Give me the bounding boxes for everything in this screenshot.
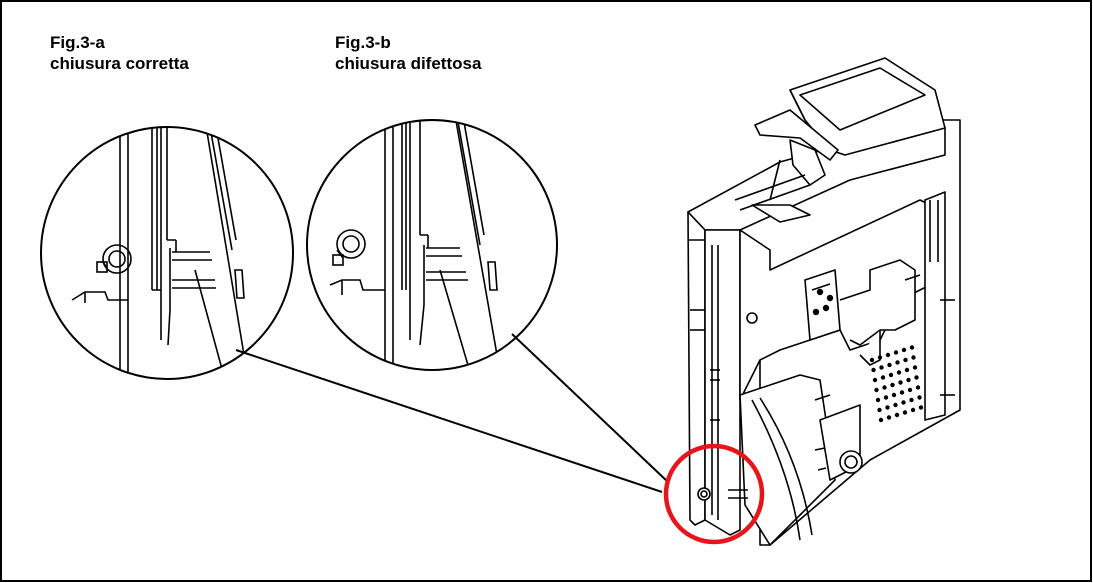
fig-3b-label: Fig.3-b <box>335 33 391 52</box>
coin-mechanism-drawing <box>687 57 961 546</box>
vent-hole <box>903 357 908 363</box>
vent-hole <box>898 380 903 385</box>
vent-hole <box>877 355 883 360</box>
leader-line-a <box>235 349 663 493</box>
detail-circle-b <box>306 119 558 371</box>
vent-hole <box>911 355 916 360</box>
caption-fig-3b: Fig.3-b chiusura difettosa <box>335 32 481 74</box>
vent-hole <box>877 407 882 413</box>
caption-fig-3a: Fig.3-a chiusura corretta <box>50 32 189 74</box>
vent-hole <box>893 350 899 355</box>
vent-hole <box>899 390 905 395</box>
vent-hole <box>896 370 902 375</box>
vent-hole <box>878 417 884 423</box>
vent-hole <box>885 405 890 410</box>
vent-hole <box>893 402 898 408</box>
vent-hole <box>871 367 876 373</box>
vent-hole <box>882 385 887 390</box>
vent-hole <box>890 382 895 388</box>
vent-hole <box>891 392 897 398</box>
vent-hole <box>909 345 915 350</box>
vent-hole <box>906 377 911 383</box>
vent-hole <box>904 367 910 373</box>
vent-hole <box>874 387 879 393</box>
vent-hole <box>886 415 892 420</box>
vent-hole <box>910 407 916 413</box>
leader-line-b <box>511 333 669 483</box>
vent-hole <box>875 397 881 403</box>
vent-hole <box>918 405 924 410</box>
vent-hole <box>902 410 908 415</box>
fig-3a-label: Fig.3-a <box>50 33 105 52</box>
vent-hole <box>869 357 875 363</box>
vent-hole <box>885 352 891 358</box>
vent-hole <box>880 375 886 380</box>
vent-hole <box>915 385 921 390</box>
vent-hole <box>888 372 894 378</box>
vent-hole <box>879 365 884 370</box>
vent-hole <box>895 360 900 365</box>
vent-hole <box>917 395 922 400</box>
highlight-circle <box>663 443 765 545</box>
vent-hole <box>872 377 878 383</box>
vent-hole <box>914 375 919 380</box>
vent-grid <box>869 345 924 423</box>
fig-3b-description: chiusura difettosa <box>335 54 482 73</box>
vent-hole <box>887 362 892 368</box>
vent-hole <box>907 387 913 393</box>
vent-hole <box>901 347 907 353</box>
vent-hole <box>901 400 906 405</box>
vent-hole <box>894 412 900 418</box>
detail-circle-a <box>40 126 294 380</box>
vent-hole <box>912 365 918 370</box>
vent-hole <box>883 395 889 400</box>
fig-3a-description: chiusura corretta <box>50 54 189 73</box>
vent-hole <box>909 397 914 403</box>
